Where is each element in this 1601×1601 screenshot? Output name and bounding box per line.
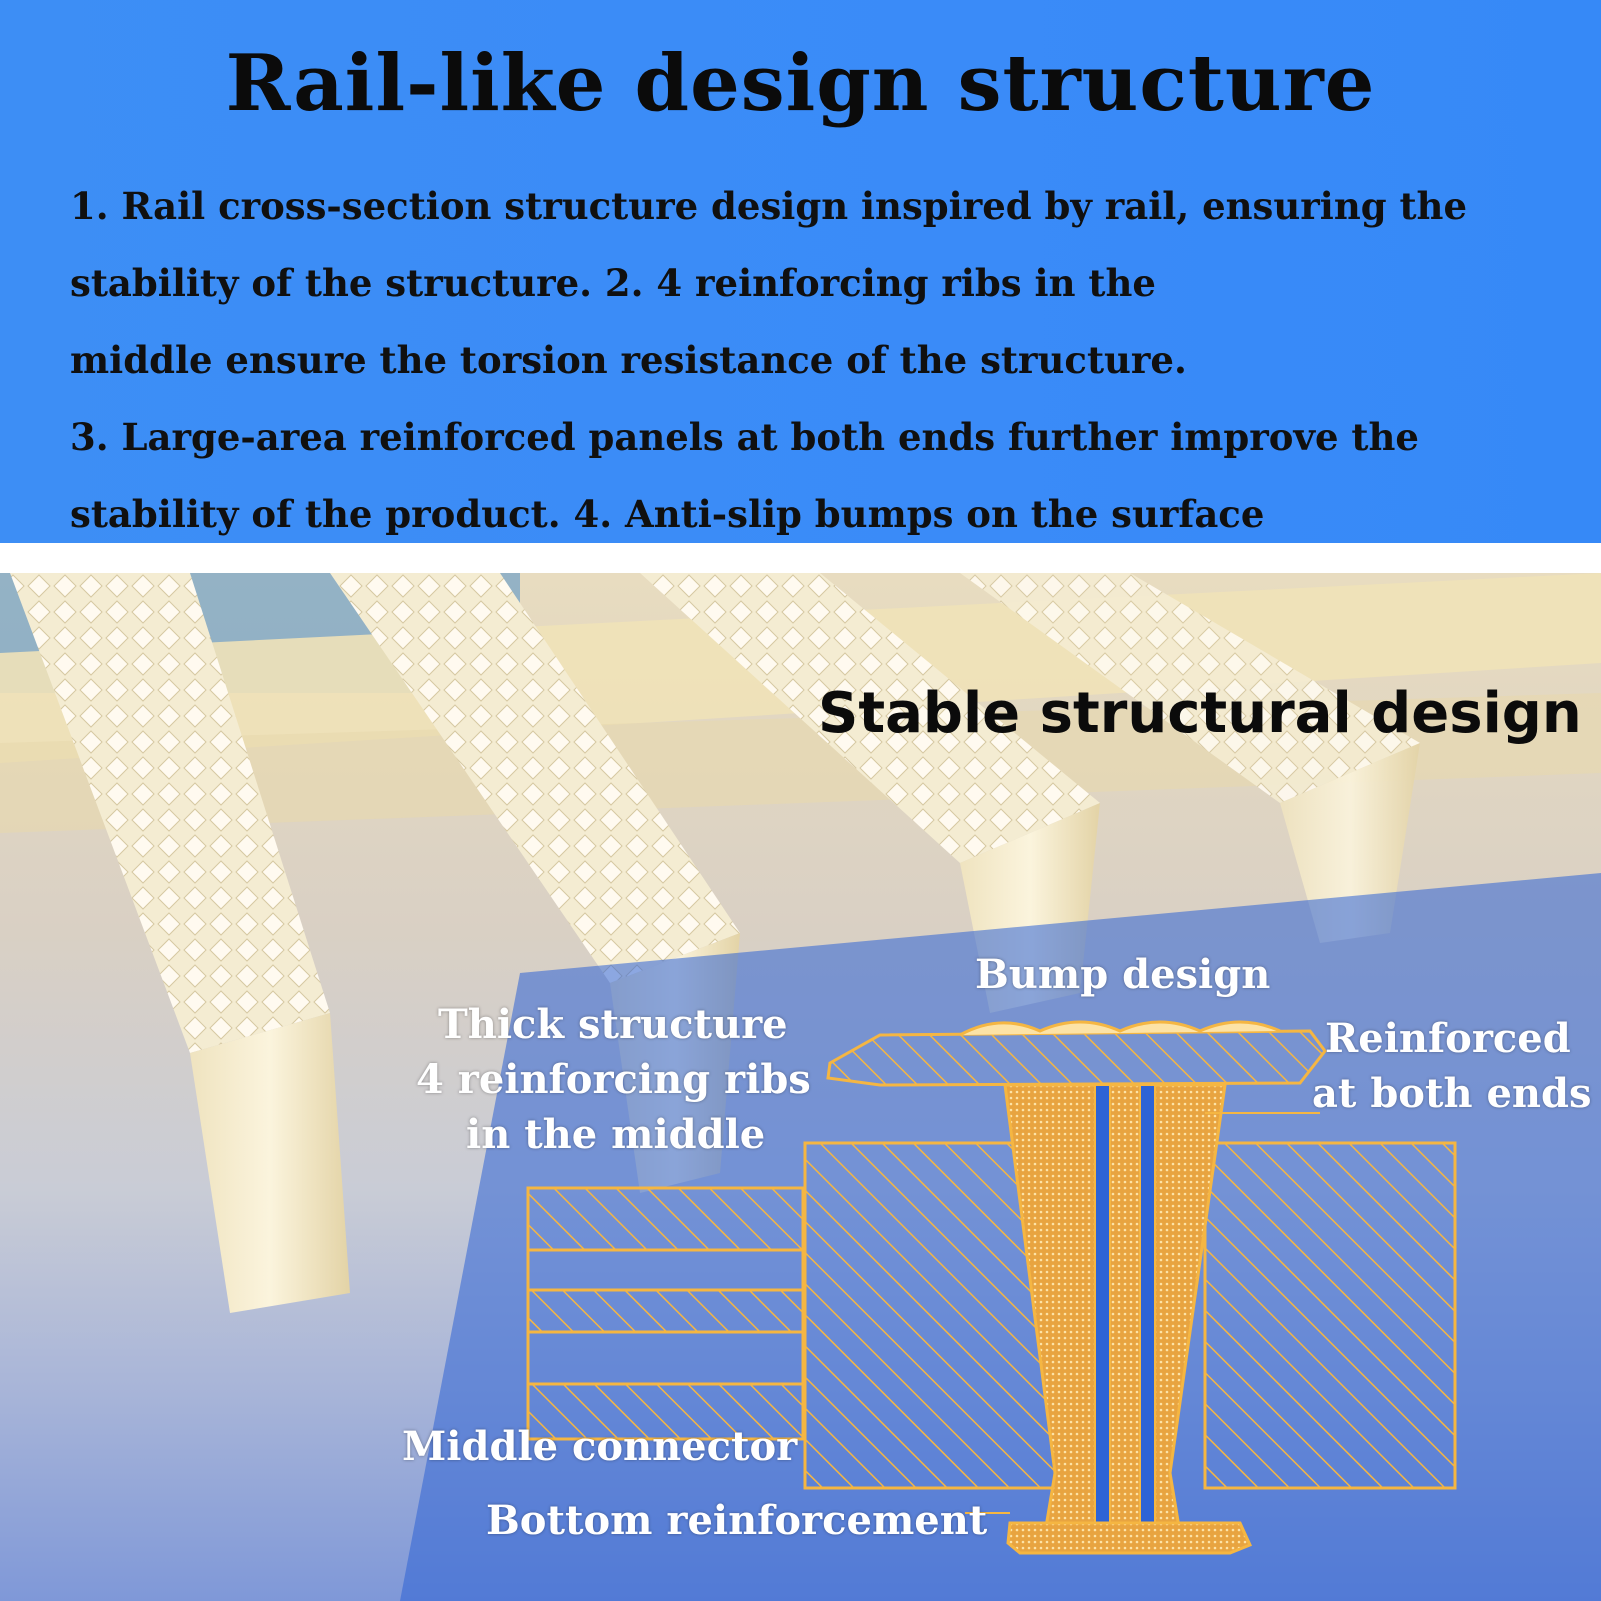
label-in-the-middle: in the middle bbox=[466, 1111, 766, 1158]
label-thick-structure: Thick structure bbox=[438, 1001, 788, 1048]
product-photo-diagram: Stable structural design Bump design Thi… bbox=[0, 573, 1601, 1601]
label-at-both-ends: at both ends bbox=[1312, 1070, 1592, 1117]
page-title: Rail-like design structure bbox=[225, 38, 1376, 129]
description-text: 1. Rail cross-section structure design i… bbox=[70, 168, 1570, 553]
description-line-1: 1. Rail cross-section structure design i… bbox=[70, 184, 1468, 228]
section-divider bbox=[0, 543, 1601, 573]
label-reinforcing-ribs: 4 reinforcing ribs bbox=[416, 1056, 811, 1103]
cross-section-drawing bbox=[526, 1020, 1457, 1555]
description-line-2: stability of the structure. 2. 4 reinfor… bbox=[70, 261, 1156, 305]
description-line-4: 3. Large-area reinforced panels at both … bbox=[70, 415, 1419, 459]
rail-photo-illustration bbox=[0, 573, 1601, 1601]
label-bottom-reinforcement: Bottom reinforcement bbox=[486, 1497, 988, 1544]
label-reinforced: Reinforced bbox=[1325, 1015, 1571, 1062]
description-line-5: stability of the product. 4. Anti-slip b… bbox=[70, 492, 1265, 536]
diagram-title: Stable structural design bbox=[818, 681, 1582, 746]
label-bump-design: Bump design bbox=[975, 951, 1271, 998]
header-banner: Rail-like design structure 1. Rail cross… bbox=[0, 0, 1601, 543]
description-line-3: middle ensure the torsion resistance of … bbox=[70, 338, 1187, 382]
label-middle-connector: Middle connector bbox=[402, 1423, 798, 1470]
